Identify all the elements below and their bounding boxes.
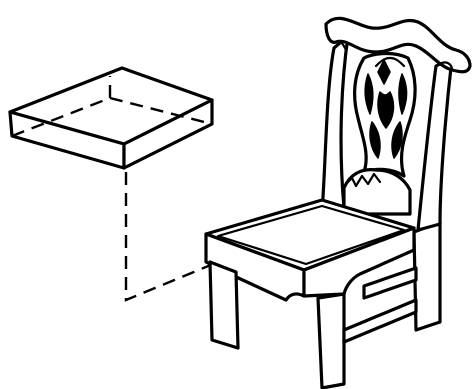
splat-piercing-top — [377, 59, 391, 85]
chair-crest-rail — [324, 16, 472, 74]
chair-side-stretcher — [342, 298, 418, 344]
splat-piercing-center — [377, 91, 395, 129]
seat-cushion — [8, 66, 214, 170]
chair-leg-front-center — [316, 292, 346, 389]
splat-piercing-right-lower — [391, 121, 403, 159]
chair-back-right-stile — [416, 56, 454, 232]
chair-leg-front-left — [208, 260, 240, 350]
chair-back-stretcher — [362, 266, 418, 300]
splat-piercing-right-upper — [398, 73, 408, 115]
chippendale-chair — [204, 16, 472, 389]
splat-piercing-left-lower — [369, 121, 381, 159]
chair-leg-back-right — [412, 220, 442, 332]
splat-piercing-left-upper — [364, 73, 374, 115]
chair-seat-inner-frame — [216, 204, 406, 266]
chair-splat-shoe — [342, 168, 412, 216]
